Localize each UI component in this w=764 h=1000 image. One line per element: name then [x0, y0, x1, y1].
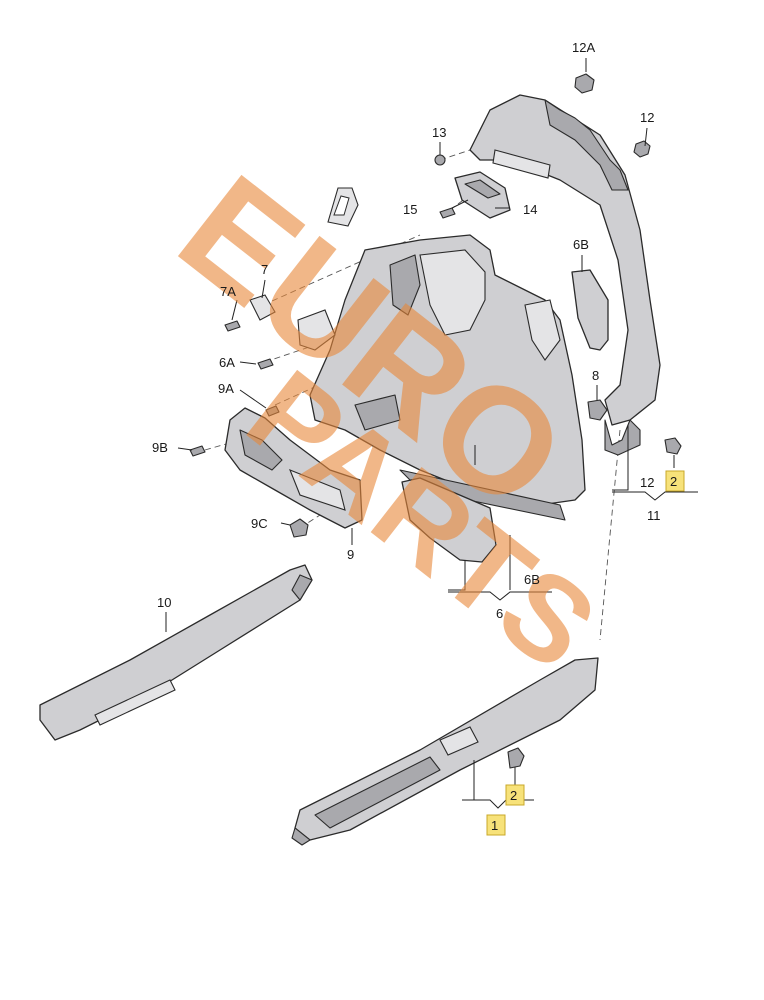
trim-piece-9 — [224, 407, 363, 529]
clip-2-lower — [507, 747, 525, 769]
trim-pillar-11 — [469, 94, 661, 456]
callout-6A: 6A — [219, 355, 235, 370]
callout-15: 15 — [403, 202, 417, 217]
callout-9B: 9B — [152, 440, 168, 455]
screw-9A — [265, 405, 280, 417]
callout-8: 8 — [592, 368, 599, 383]
callout-13: 13 — [432, 125, 446, 140]
callout-11: 11 — [647, 508, 661, 523]
clip-9C — [289, 518, 309, 538]
callout-6B-bottom: 6B — [524, 572, 540, 587]
leader-lines — [165, 58, 698, 809]
callout-9C: 9C — [251, 516, 268, 531]
screw-6A — [257, 358, 274, 370]
clip-2-right — [664, 437, 682, 455]
callout-12A: 12A — [572, 40, 595, 55]
highlight-box-1 — [486, 814, 506, 836]
callout-1: 1 — [491, 818, 498, 833]
strap-loop — [327, 187, 359, 227]
clip-8 — [587, 385, 608, 421]
callout-9: 9 — [347, 547, 354, 562]
highlight-box-2-right — [665, 470, 685, 492]
callout-12-lower: 12 — [640, 475, 654, 490]
screw-7A — [224, 320, 241, 332]
bolt-12-top — [633, 127, 651, 158]
loading-edge-trim-1 — [291, 657, 599, 846]
trim-strip-6B — [401, 477, 497, 563]
callout-10: 10 — [157, 595, 171, 610]
clip-12A — [574, 73, 595, 94]
trim-bracket-upper-9 — [297, 309, 336, 351]
screw-15 — [439, 207, 456, 219]
screw-13 — [434, 142, 446, 166]
cover-6B — [571, 269, 609, 351]
callout-labels: 12A 13 12 15 14 6B 7 7A 6A 8 9A 9B 12 2 … — [152, 40, 685, 836]
highlight-box-2-bottom — [505, 784, 525, 806]
callout-14: 14 — [523, 202, 537, 217]
callout-9A: 9A — [218, 381, 234, 396]
bracket-7 — [249, 294, 276, 321]
callout-2-bottom: 2 — [510, 788, 517, 803]
callout-7A: 7A — [220, 284, 236, 299]
callout-12-top: 12 — [640, 110, 654, 125]
callout-6: 6 — [496, 606, 503, 621]
screw-9B — [189, 445, 206, 457]
side-trim-panel-6 — [309, 234, 586, 521]
callout-7: 7 — [261, 262, 268, 277]
callout-6B-top: 6B — [573, 237, 589, 252]
sill-trim-10 — [39, 564, 313, 741]
callout-2-right: 2 — [670, 474, 677, 489]
bracket-14 — [454, 171, 511, 219]
